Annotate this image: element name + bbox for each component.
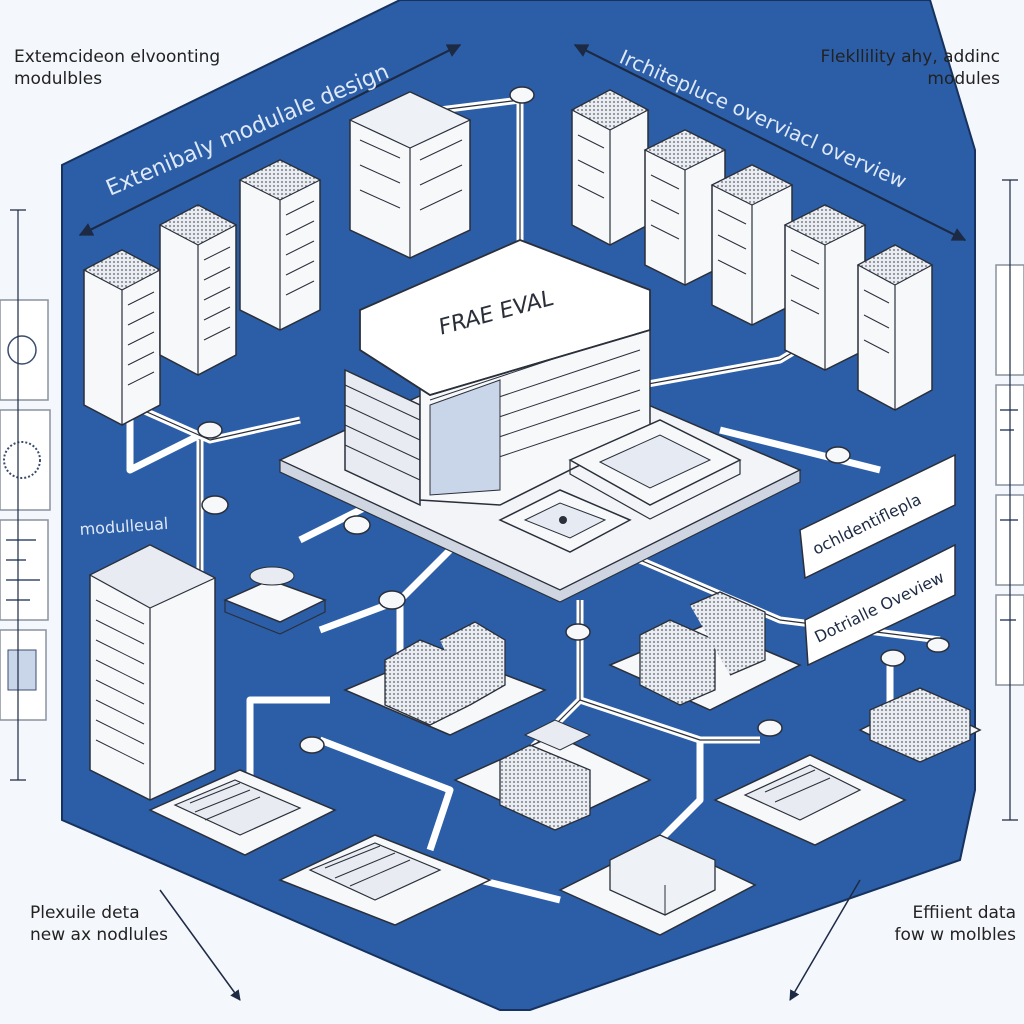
caption-line: modules bbox=[927, 69, 1000, 89]
small-device bbox=[223, 566, 327, 635]
server-rack-group-top-left bbox=[82, 91, 472, 426]
callout-boxes bbox=[799, 453, 956, 667]
tall-server-rack bbox=[88, 544, 217, 801]
junction-nodes bbox=[197, 86, 950, 754]
junction-node bbox=[343, 515, 371, 535]
dimension-lines bbox=[10, 179, 1018, 821]
callout-box-2 bbox=[804, 543, 956, 667]
junction-node bbox=[880, 649, 906, 667]
module-tile bbox=[453, 719, 652, 831]
caption-line: Extemcideon elvoonting bbox=[14, 47, 221, 67]
junction-node bbox=[565, 623, 591, 641]
server-rack bbox=[238, 159, 322, 331]
central-building bbox=[344, 239, 651, 507]
corner-caption-top-right: Flekllility ahy, addinc modules bbox=[821, 46, 1000, 90]
banner-arrows bbox=[78, 44, 967, 241]
corner-caption-bottom-left: Plexuile deta new ax nodlules bbox=[30, 902, 168, 946]
corner-caption-bottom-right: Effiient data fow w molbles bbox=[894, 902, 1016, 946]
caption-line: Plexuile deta bbox=[30, 903, 140, 923]
junction-node bbox=[825, 446, 851, 464]
module-tile bbox=[148, 769, 337, 856]
server-rack bbox=[158, 204, 238, 376]
callout-box-1 bbox=[799, 453, 956, 580]
server-rack bbox=[570, 89, 650, 246]
server-rack bbox=[783, 204, 867, 371]
caption-line: modulbles bbox=[14, 69, 103, 89]
module-tile bbox=[858, 687, 982, 763]
junction-node bbox=[509, 86, 535, 104]
server-rack bbox=[643, 129, 727, 286]
module-tile bbox=[278, 834, 492, 926]
junction-node bbox=[201, 495, 229, 515]
server-rack-group-top-right bbox=[570, 89, 934, 411]
module-tiles bbox=[148, 591, 982, 936]
junction-node bbox=[197, 421, 223, 439]
bottom-arrows bbox=[159, 879, 861, 1001]
platform-monitors bbox=[498, 419, 742, 553]
caption-line: Flekllility ahy, addinc bbox=[820, 47, 1000, 67]
corner-caption-top-left: Extemcideon elvoonting modulbles bbox=[14, 46, 220, 90]
server-rack bbox=[82, 249, 162, 426]
module-tile bbox=[343, 621, 547, 736]
module-tile bbox=[713, 754, 907, 846]
caption-line: Effiient data bbox=[912, 903, 1017, 923]
central-platform-edge bbox=[279, 459, 801, 603]
server-rack bbox=[710, 164, 794, 326]
module-tile bbox=[608, 591, 802, 711]
caption-line: fow w molbles bbox=[894, 925, 1016, 945]
server-rack bbox=[348, 91, 472, 259]
server-rack bbox=[856, 244, 934, 411]
left-sketch-panels bbox=[0, 299, 51, 721]
junction-node bbox=[757, 719, 783, 737]
junction-node bbox=[926, 637, 950, 653]
junction-node bbox=[299, 736, 325, 754]
caption-line: new ax nodlules bbox=[30, 925, 168, 945]
module-tile bbox=[558, 834, 757, 936]
junction-node bbox=[378, 590, 406, 610]
